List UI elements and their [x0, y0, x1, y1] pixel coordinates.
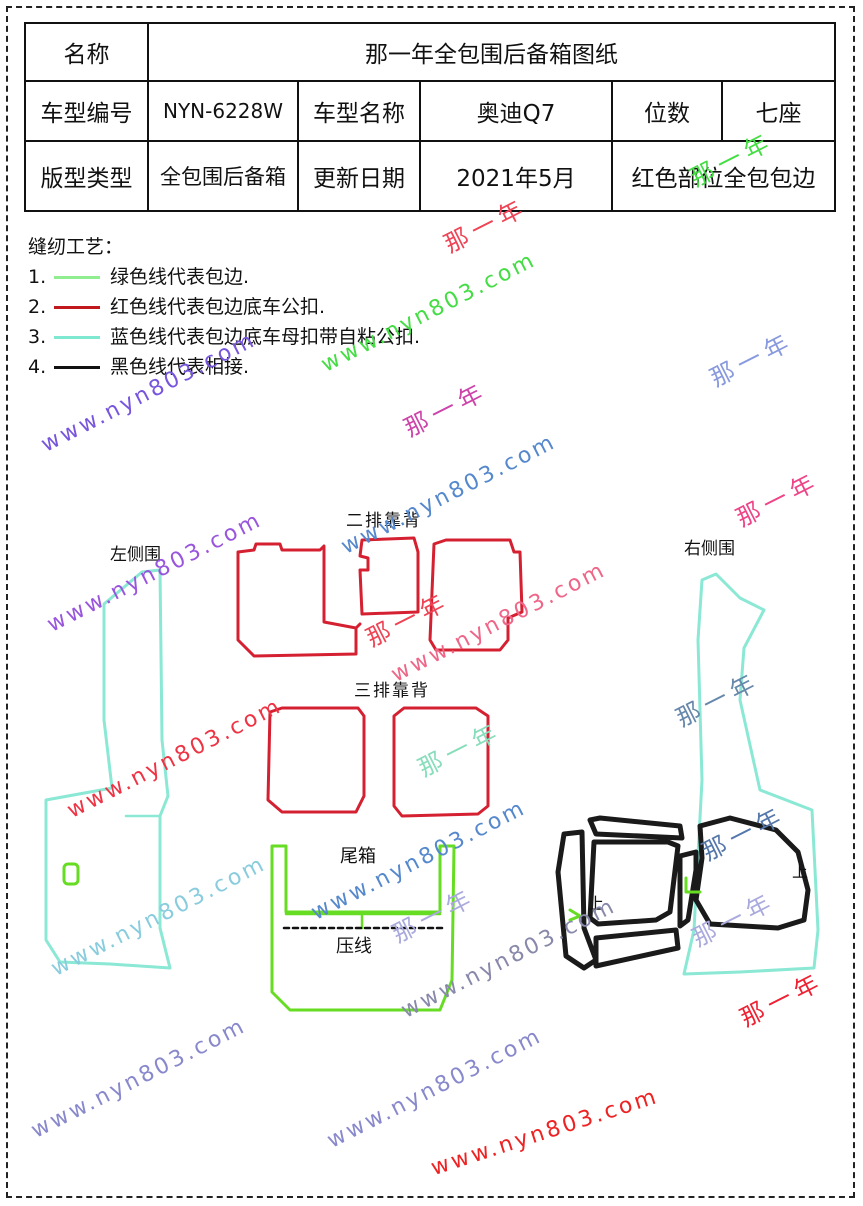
trunk-label: 尾箱	[340, 846, 376, 867]
floor-strip-bottom	[593, 927, 681, 969]
model-name-label: 车型名称	[297, 80, 421, 142]
second-row-label: 二排靠背	[346, 511, 422, 531]
blue-line-swatch	[54, 335, 100, 339]
info-table: 名称 那一年全包围后备箱图纸 车型编号 NYN-6228W 车型名称 奥迪Q7 …	[24, 22, 836, 212]
legend-item-red: 2. 红色线代表包边底车公扣.	[28, 296, 326, 318]
floor-green-clip-1	[684, 876, 702, 894]
name-label: 名称	[24, 22, 149, 82]
third-row-left-panel	[266, 706, 366, 814]
model-name-value: 奥迪Q7	[419, 80, 613, 142]
third-row-label: 三排靠背	[354, 681, 430, 701]
second-row-right-panel	[428, 538, 524, 652]
model-no-value: NYN-6228W	[147, 80, 299, 142]
model-no-label: 车型编号	[24, 80, 149, 142]
floor-side-block	[677, 849, 699, 929]
third-row-right-panel	[392, 706, 490, 818]
page-border	[6, 6, 855, 1198]
floor-green-clip-2	[568, 908, 582, 922]
name-value: 那一年全包围后备箱图纸	[147, 22, 836, 82]
update-value: 2021年5月	[419, 140, 613, 212]
right-side-label: 右侧围	[684, 539, 735, 559]
legend-item-blue: 3. 蓝色线代表包边底车母扣带自粘公扣.	[28, 326, 421, 348]
seats-label: 位数	[611, 80, 723, 142]
legend-item-green: 1. 绿色线代表包边.	[28, 266, 250, 288]
floor-piece-right	[693, 815, 811, 931]
legend-item-black: 4. 黑色线代表相接.	[28, 356, 250, 378]
trunk-inner-line	[284, 912, 442, 930]
floor-strip-top	[587, 815, 685, 841]
second-row-left-panel	[236, 542, 362, 658]
pattern-value: 全包围后备箱	[147, 140, 299, 212]
red-part-note: 红色部位全包包边	[611, 140, 836, 212]
black-line-swatch	[54, 365, 100, 369]
green-line-swatch	[54, 275, 100, 279]
seats-value: 七座	[721, 80, 836, 142]
second-row-middle-panel	[358, 536, 420, 616]
floor-piece-left	[555, 829, 599, 971]
legend-title: 缝纫工艺：	[28, 236, 124, 258]
up-mark-right: 上	[792, 862, 809, 881]
press-line-label: 压线	[336, 936, 372, 957]
red-line-swatch	[54, 305, 100, 309]
left-side-label: 左侧围	[110, 545, 161, 565]
floor-piece-center	[587, 839, 681, 927]
pattern-label: 版型类型	[24, 140, 149, 212]
trunk-floor-panel	[270, 844, 456, 1012]
left-side-panel	[44, 568, 172, 970]
sewing-legend: 缝纫工艺： 1. 绿色线代表包边. 2. 红色线代表包边底车公扣. 3. 蓝色线…	[28, 232, 420, 382]
left-side-green-slot	[62, 862, 80, 886]
update-label: 更新日期	[297, 140, 421, 212]
up-mark-left: 上	[588, 894, 605, 913]
